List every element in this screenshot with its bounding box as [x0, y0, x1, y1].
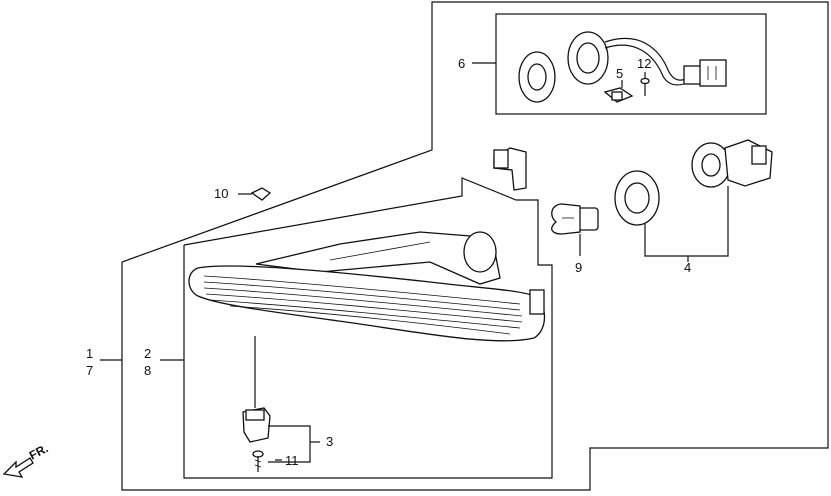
label-5: 5 [616, 66, 623, 81]
label-11: 11 [285, 453, 299, 468]
socket-kit-box [495, 13, 767, 115]
front-arrow-icon [2, 457, 34, 478]
leader-lines [100, 62, 729, 463]
label-10: 10 [214, 186, 228, 201]
screw-11 [252, 450, 264, 472]
socket-grommet-6 [518, 51, 556, 103]
label-2: 2 [144, 346, 151, 361]
label-7: 7 [86, 363, 93, 378]
bulb-socket [691, 139, 773, 188]
label-4: 4 [684, 260, 691, 275]
adjuster-3 [242, 336, 271, 443]
lamp-lens [188, 265, 546, 342]
label-6: 6 [458, 56, 465, 71]
label-1: 1 [86, 346, 93, 361]
label-8: 8 [144, 363, 151, 378]
socket-gasket [614, 170, 660, 226]
label-3: 3 [326, 434, 333, 449]
bulb-9 [551, 203, 599, 235]
nut-10 [250, 187, 272, 201]
screw-12 [640, 77, 650, 96]
socket-with-harness [567, 31, 727, 87]
clip-5 [603, 87, 634, 103]
label-12: 12 [637, 56, 651, 71]
outer-frame [121, 1, 829, 491]
inner-frame [183, 177, 553, 479]
label-9: 9 [575, 260, 582, 275]
bracket-connector [493, 147, 527, 191]
